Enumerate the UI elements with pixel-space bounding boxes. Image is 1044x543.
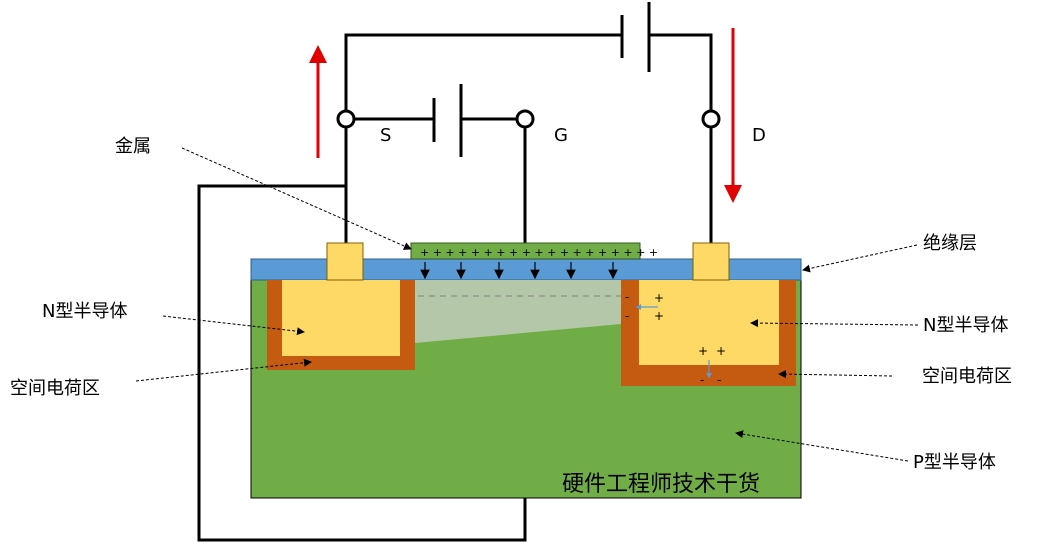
source-terminal[interactable]: [336, 109, 356, 129]
circuit-wires: [197, 33, 713, 542]
drain-charges: - - + + + + - -: [625, 290, 726, 387]
gate-positive-charges: + + + + + + + + + + + + + + + + + + +: [420, 246, 658, 259]
gate-label: G: [554, 125, 568, 146]
battery-gate: [432, 84, 463, 157]
insulator-label: 绝缘层: [923, 233, 977, 254]
drain-label: D: [752, 125, 766, 146]
electric-field-arrows: [420, 262, 618, 280]
svg-text:+: +: [698, 344, 708, 358]
leader-lines: [135, 147, 919, 462]
n-semiconductor-right-label: N型半导体: [923, 315, 1008, 336]
depletion-left-label: 空间电荷区: [10, 378, 100, 399]
gate-metal: [410, 242, 641, 260]
p-semiconductor-label: P型半导体: [913, 452, 996, 473]
drain-terminal[interactable]: [701, 109, 721, 129]
source-label: S: [380, 125, 391, 146]
n-semiconductor-left-label: N型半导体: [42, 301, 127, 322]
metal-label: 金属: [115, 136, 151, 157]
drain-contact: [692, 242, 730, 281]
source-contact: [326, 242, 364, 281]
svg-text:-: -: [717, 373, 721, 387]
gate-terminal[interactable]: [515, 109, 535, 129]
svg-text:+: +: [654, 309, 664, 323]
depletion-right-label: 空间电荷区: [922, 366, 1012, 387]
svg-text:+: +: [716, 344, 726, 358]
battery-top: [620, 2, 651, 72]
svg-text:-: -: [625, 290, 629, 304]
svg-text:-: -: [625, 309, 629, 323]
svg-text:+: +: [654, 291, 664, 305]
n-region-left: [282, 280, 400, 356]
svg-text:-: -: [700, 373, 704, 387]
watermark-text: 硬件工程师技术干货: [562, 472, 760, 497]
